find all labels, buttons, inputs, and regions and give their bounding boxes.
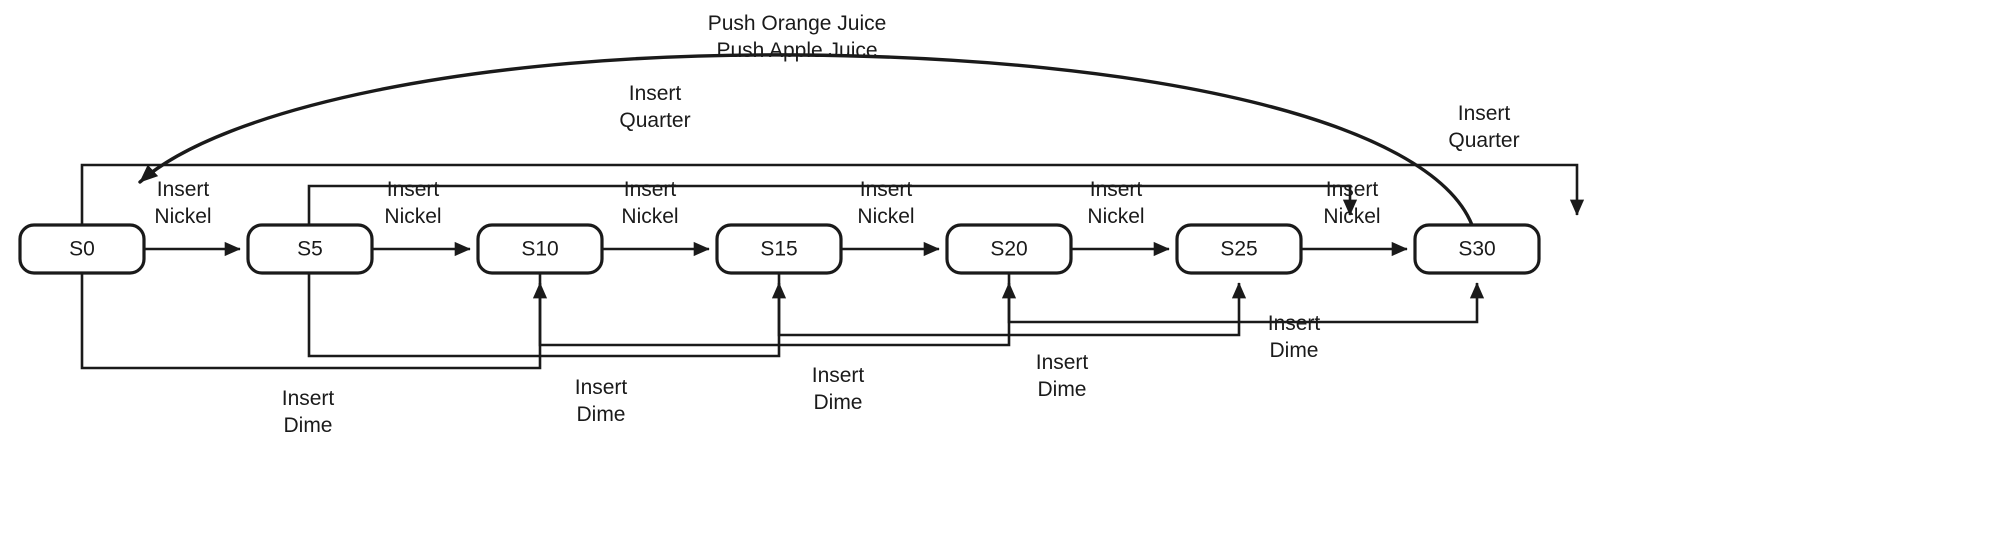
edge-label-nickel-s5-s10: Insert Nickel xyxy=(384,178,441,228)
state-node-s20[interactable]: S20 xyxy=(945,223,1073,275)
state-box-s10[interactable] xyxy=(476,223,604,275)
edge-quarter-s5-s25 xyxy=(307,184,1358,225)
edge-label-nickel-s10-s15: Insert Nickel xyxy=(621,178,678,228)
edge-label-line1: Insert xyxy=(157,178,210,201)
dispense-label-group: Push Orange Juice Push Apple Juice xyxy=(708,12,887,62)
edge-label-dime-s5-s15: Insert Dime xyxy=(575,376,628,426)
state-box-s15[interactable] xyxy=(715,223,843,275)
edge-label-quarter-s5-s25: Insert Quarter xyxy=(1448,102,1519,152)
state-box-s25[interactable] xyxy=(1175,223,1303,275)
edge-label-push-apple-juice: Push Apple Juice xyxy=(716,39,877,62)
edge-label-dime-s0-s10: Insert Dime xyxy=(282,387,335,437)
edge-label-line1: Insert xyxy=(1036,351,1089,374)
edge-label-line2: Nickel xyxy=(384,205,441,228)
edge-label-line2: Dime xyxy=(1037,378,1086,401)
edge-dime-s15-s25 xyxy=(777,273,1247,337)
edge-label-line1: Insert xyxy=(624,178,677,201)
edge-label-line2: Nickel xyxy=(154,205,211,228)
edge-label-line1: Insert xyxy=(282,387,335,410)
edge-dime-s20-s30 xyxy=(1007,273,1485,324)
edge-label-dime-s10-s20: Insert Dime xyxy=(812,364,865,414)
edge-label-line2: Nickel xyxy=(1323,205,1380,228)
state-label-s0: S0 xyxy=(69,238,95,261)
state-label-s5: S5 xyxy=(297,238,323,261)
edge-label-line1: Insert xyxy=(629,82,682,105)
dispense-edge-group xyxy=(138,53,1474,227)
edge-label-dime-s20-s30: Insert Dime xyxy=(1268,312,1321,362)
nickel-labels-group: Insert Nickel Insert Nickel Insert Nicke… xyxy=(154,178,1380,228)
edge-quarter-s0-s30 xyxy=(80,163,1585,225)
edge-label-line1: Insert xyxy=(1090,178,1143,201)
edge-label-line1: Insert xyxy=(860,178,913,201)
edge-label-line2: Dime xyxy=(813,391,862,414)
edge-label-nickel-s0-s5: Insert Nickel xyxy=(154,178,211,228)
state-label-s10: S10 xyxy=(521,238,558,261)
edge-label-nickel-s20-s25: Insert Nickel xyxy=(1087,178,1144,228)
edge-label-line1: Insert xyxy=(387,178,440,201)
dime-labels-group: Insert Dime Insert Dime Insert Dime Inse… xyxy=(282,312,1321,437)
edge-label-nickel-s15-s20: Insert Nickel xyxy=(857,178,914,228)
edge-label-line1: Insert xyxy=(1458,102,1511,125)
state-box-s30[interactable] xyxy=(1413,223,1541,275)
state-label-s20: S20 xyxy=(990,238,1027,261)
edge-label-line2: Quarter xyxy=(1448,129,1519,152)
edge-dispense-s30-s0 xyxy=(138,53,1474,227)
edge-dime-s0-s10 xyxy=(80,273,548,370)
edge-label-line2: Nickel xyxy=(1087,205,1144,228)
state-box-s0[interactable] xyxy=(18,223,146,275)
state-label-s25: S25 xyxy=(1220,238,1257,261)
edge-label-line2: Dime xyxy=(1269,339,1318,362)
edge-label-line1: Insert xyxy=(575,376,628,399)
edge-label-line2: Dime xyxy=(576,403,625,426)
state-node-s0[interactable]: S0 xyxy=(18,223,146,275)
dime-edges-group xyxy=(80,273,1485,370)
edge-label-line2: Nickel xyxy=(621,205,678,228)
state-node-s30[interactable]: S30 xyxy=(1413,223,1541,275)
state-node-s15[interactable]: S15 xyxy=(715,223,843,275)
state-node-s10[interactable]: S10 xyxy=(476,223,604,275)
edge-label-dime-s15-s25: Insert Dime xyxy=(1036,351,1089,401)
edge-dime-s5-s15 xyxy=(307,273,787,358)
quarter-edges-group xyxy=(80,163,1585,225)
state-node-s25[interactable]: S25 xyxy=(1175,223,1303,275)
edge-label-line2: Quarter xyxy=(619,109,690,132)
edge-label-line2: Dime xyxy=(283,414,332,437)
state-box-s20[interactable] xyxy=(945,223,1073,275)
state-box-s5[interactable] xyxy=(246,223,374,275)
edge-label-line2: Nickel xyxy=(857,205,914,228)
state-node-s5[interactable]: S5 xyxy=(246,223,374,275)
state-label-s15: S15 xyxy=(760,238,797,261)
edge-label-push-orange-juice: Push Orange Juice xyxy=(708,12,887,35)
quarter-labels-group: Insert Quarter Insert Quarter xyxy=(619,82,1519,152)
state-boxes-group: S0 S5 S10 S15 S20 S25 xyxy=(18,223,1541,275)
edge-label-quarter-s0-s30: Insert Quarter xyxy=(619,82,690,132)
edge-label-line1: Insert xyxy=(1326,178,1379,201)
state-label-s30: S30 xyxy=(1458,238,1495,261)
edge-label-nickel-s25-s30: Insert Nickel xyxy=(1323,178,1380,228)
edge-label-line1: Insert xyxy=(1268,312,1321,335)
edge-label-line1: Insert xyxy=(812,364,865,387)
